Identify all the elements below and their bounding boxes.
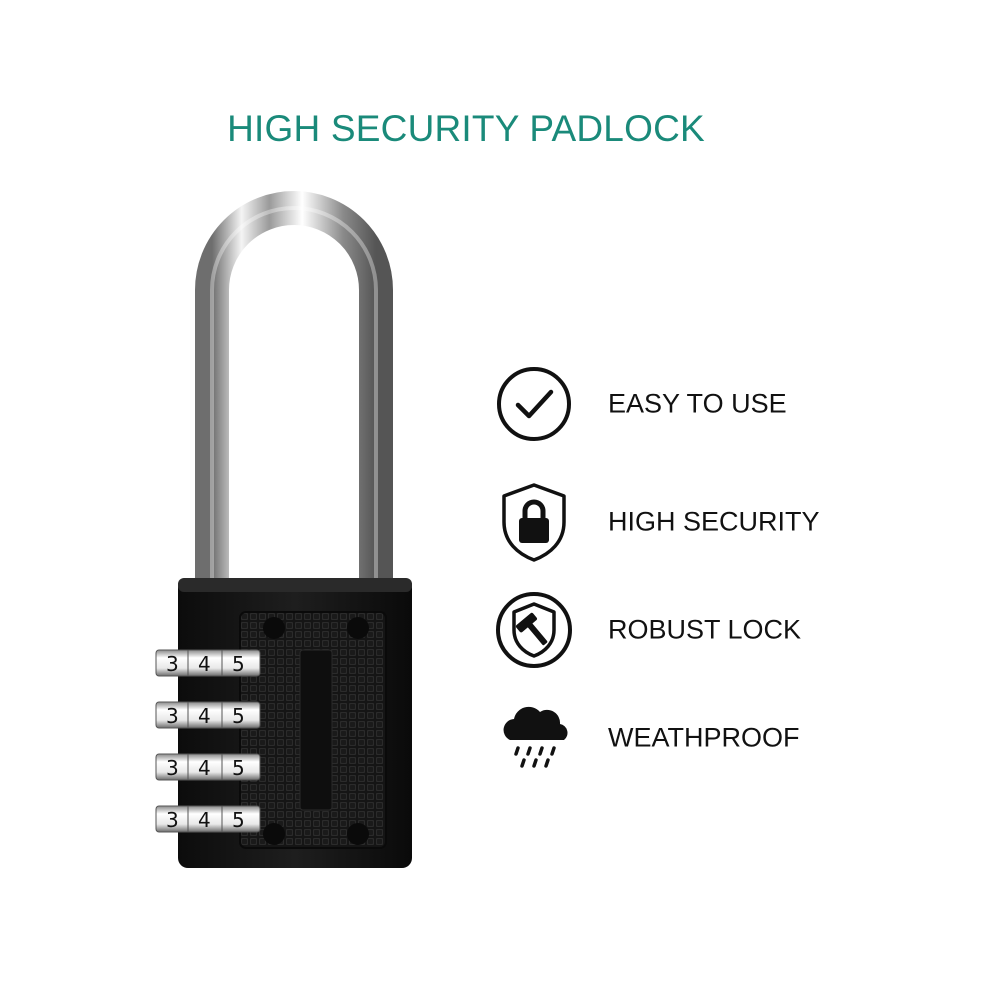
feature-label: WEATHPROOF [608, 722, 800, 753]
padlock-image: 3 4 5 3 4 5 3 4 5 3 4 5 [150, 180, 450, 880]
feature-high-security: HIGH SECURITY [494, 482, 874, 562]
shield-lock-icon [494, 482, 574, 562]
dial-digit: 4 [198, 704, 211, 728]
dial-row: 3 4 5 [155, 701, 261, 729]
dial-digit: 3 [166, 704, 179, 728]
dial-digit: 5 [232, 652, 245, 676]
dial-digit: 4 [198, 808, 211, 832]
dial-row: 3 4 5 [155, 753, 261, 781]
dial-digit: 3 [166, 808, 179, 832]
dial-digit: 5 [232, 756, 245, 780]
dial-digit: 5 [232, 704, 245, 728]
feature-label: ROBUST LOCK [608, 614, 802, 645]
shackle [195, 191, 393, 590]
dial-row: 3 4 5 [155, 805, 261, 833]
feature-weatherproof: WEATHPROOF [494, 698, 874, 778]
dial-digit: 3 [166, 652, 179, 676]
feature-robust-lock: ROBUST LOCK [494, 590, 874, 670]
check-circle-icon [494, 364, 574, 444]
feature-easy-to-use: EASY TO USE [494, 364, 874, 444]
padlock-illustration: 3 4 5 3 4 5 3 4 5 3 4 5 [155, 191, 412, 868]
dial-row: 3 4 5 [155, 649, 261, 677]
shield-hammer-icon [494, 590, 574, 670]
dial-digit: 5 [232, 808, 245, 832]
feature-label: EASY TO USE [608, 388, 787, 419]
headline: HIGH SECURITY PADLOCK [227, 108, 705, 149]
rain-cloud-icon [494, 698, 574, 778]
dial-digit: 4 [198, 652, 211, 676]
feature-label: HIGH SECURITY [608, 506, 820, 537]
dial-digit: 3 [166, 756, 179, 780]
dial-digit: 4 [198, 756, 211, 780]
